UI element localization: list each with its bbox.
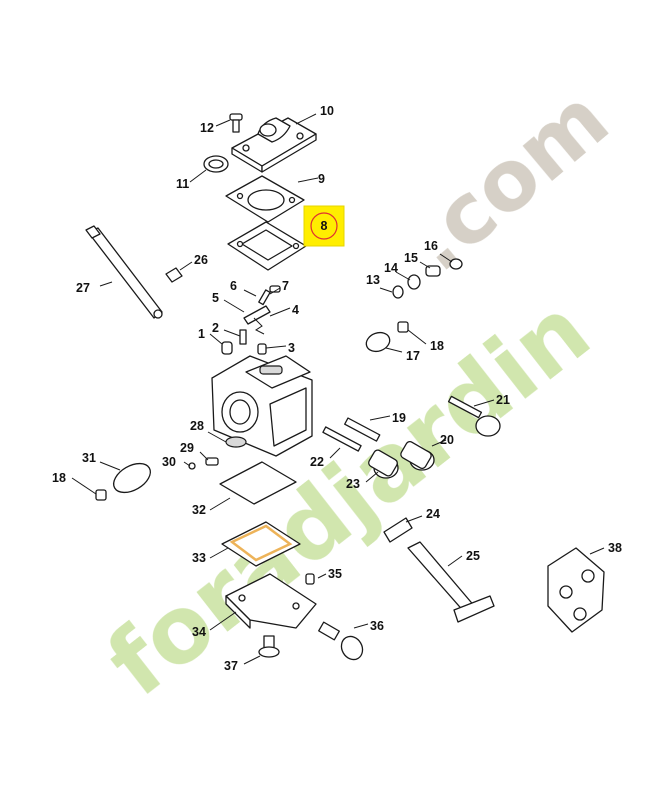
part-10-pump-cover — [231, 117, 317, 173]
part-5-6-7-lever-pin — [243, 285, 281, 335]
label-5[interactable]: 5 — [212, 291, 219, 305]
carburetor-body — [211, 355, 313, 457]
part-18-screw-left — [95, 489, 107, 501]
part-34-metering-cover — [225, 573, 317, 629]
label-6[interactable]: 6 — [230, 279, 237, 293]
part-37-screw — [258, 635, 280, 658]
highlight-part-8[interactable]: 8 — [303, 205, 345, 247]
label-33[interactable]: 33 — [192, 551, 206, 565]
part-33-metering-diaphragm — [221, 521, 301, 567]
label-7[interactable]: 7 — [282, 279, 289, 293]
label-34[interactable]: 34 — [192, 625, 206, 639]
label-14[interactable]: 14 — [384, 261, 398, 275]
label-10[interactable]: 10 — [320, 104, 334, 118]
label-2[interactable]: 2 — [212, 321, 219, 335]
part-20-23-caps — [368, 441, 435, 479]
label-8[interactable]: 8 — [321, 219, 328, 233]
label-26[interactable]: 26 — [194, 253, 208, 267]
label-13[interactable]: 13 — [366, 273, 380, 287]
highlight-circle — [310, 212, 338, 240]
part-26-clip — [165, 267, 183, 283]
label-32[interactable]: 32 — [192, 503, 206, 517]
label-16[interactable]: 16 — [424, 239, 438, 253]
part-17-disc — [365, 331, 391, 353]
part-36-adjust-knob — [318, 621, 364, 661]
label-38[interactable]: 38 — [608, 541, 622, 555]
label-21[interactable]: 21 — [496, 393, 510, 407]
part-number-labels: 12 10 11 9 27 26 6 7 5 4 2 1 3 13 14 15 … — [52, 104, 622, 673]
part-27-throttle-shaft — [85, 225, 163, 319]
part-21-needle — [447, 395, 501, 437]
label-12[interactable]: 12 — [200, 121, 214, 135]
label-31[interactable]: 31 — [82, 451, 96, 465]
part-24-spring — [383, 517, 413, 543]
label-18-right[interactable]: 18 — [430, 339, 444, 353]
label-3[interactable]: 3 — [288, 341, 295, 355]
label-35[interactable]: 35 — [328, 567, 342, 581]
part-32-gasket — [219, 461, 297, 505]
label-24[interactable]: 24 — [426, 507, 440, 521]
part-8-gasket — [227, 221, 307, 271]
label-20[interactable]: 20 — [440, 433, 454, 447]
part-12-screw — [229, 113, 243, 133]
part-13-16-pump-parts — [392, 258, 463, 299]
label-30[interactable]: 30 — [162, 455, 176, 469]
part-18-screw-right — [397, 321, 409, 333]
watermark-domain: .com — [390, 69, 627, 290]
part-25-lever — [407, 541, 495, 623]
label-23[interactable]: 23 — [346, 477, 360, 491]
label-29[interactable]: 29 — [180, 441, 194, 455]
label-28[interactable]: 28 — [190, 419, 204, 433]
part-9-diaphragm — [225, 175, 305, 223]
part-30-ball — [188, 462, 196, 470]
label-19[interactable]: 19 — [392, 411, 406, 425]
label-37[interactable]: 37 — [224, 659, 238, 673]
label-11[interactable]: 11 — [176, 177, 189, 191]
part-28-screen — [225, 436, 247, 448]
label-18-left[interactable]: 18 — [52, 471, 66, 485]
label-27[interactable]: 27 — [76, 281, 90, 295]
part-19-22-needles — [322, 417, 381, 452]
label-9[interactable]: 9 — [318, 172, 325, 186]
label-17[interactable]: 17 — [406, 349, 420, 363]
label-25[interactable]: 25 — [466, 549, 480, 563]
label-4[interactable]: 4 — [292, 303, 299, 317]
part-38-flange — [547, 547, 605, 633]
label-22[interactable]: 22 — [310, 455, 324, 469]
leader-lines — [71, 113, 605, 665]
part-31-disk — [113, 462, 151, 494]
part-35-valve — [305, 573, 315, 585]
label-36[interactable]: 36 — [370, 619, 384, 633]
label-1[interactable]: 1 — [198, 327, 205, 341]
part-1-2-3-needle-springs — [221, 329, 267, 355]
watermark: foradjardin .com — [88, 69, 627, 717]
label-15[interactable]: 15 — [404, 251, 418, 265]
part-29-spring — [205, 457, 219, 466]
